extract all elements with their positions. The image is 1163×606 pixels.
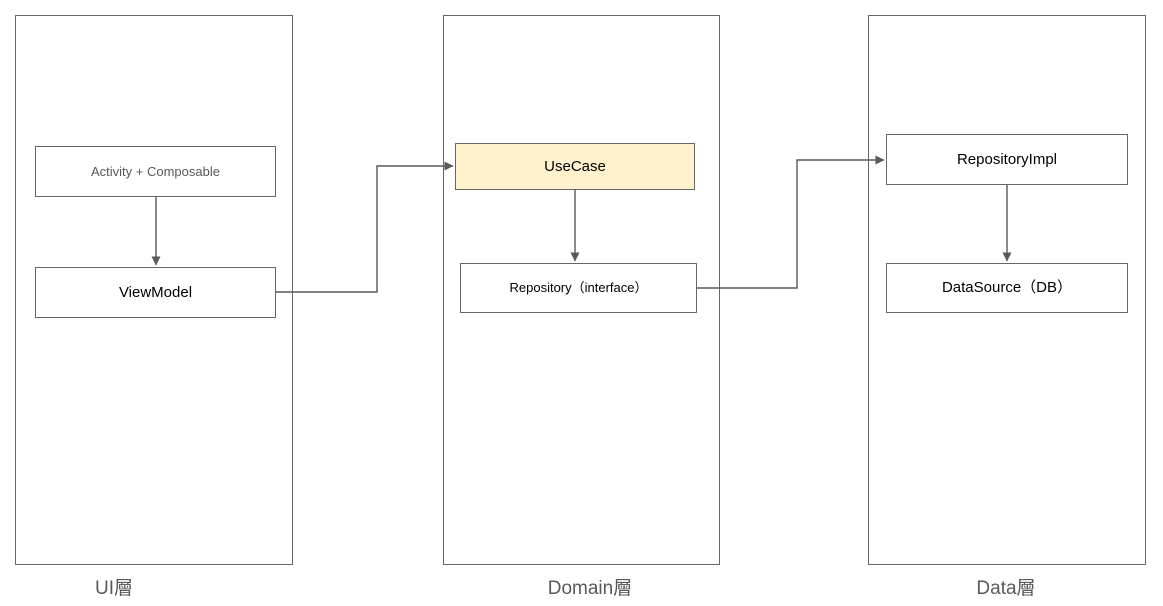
layer-label-domain: Domain層 (547, 578, 633, 599)
node-viewmodel: ViewModel (35, 267, 276, 318)
layer-label-ui: UI層 (94, 578, 133, 599)
node-usecase: UseCase (455, 143, 695, 190)
node-activity-composable: Activity + Composable (35, 146, 276, 197)
layer-container-data (868, 15, 1146, 565)
node-datasource-db: DataSource（DB） (886, 263, 1128, 313)
node-repositoryimpl: RepositoryImpl (886, 134, 1128, 185)
arrow-repository-to-repositoryimpl (697, 155, 885, 289)
node-repository-interface: Repository（interface） (460, 263, 697, 313)
arrow-viewmodel-to-usecase (276, 161, 454, 293)
layer-label-data: Data層 (976, 578, 1036, 599)
